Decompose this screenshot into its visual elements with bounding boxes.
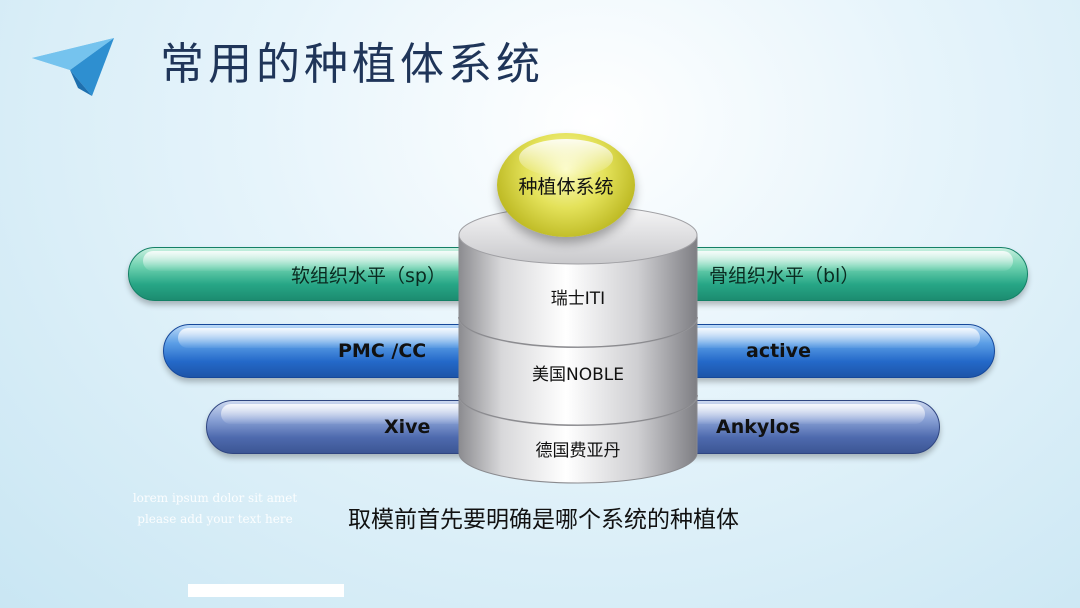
paper-plane-icon bbox=[32, 38, 114, 96]
ball-label: 种植体系统 bbox=[518, 175, 614, 198]
cylinder-label-noble: 美国NOBLE bbox=[532, 365, 624, 385]
decorative-bar bbox=[188, 584, 344, 597]
placeholder-line-1: lorem ipsum dolor sit amet bbox=[132, 491, 298, 505]
placeholder-line-2: please add your text here bbox=[137, 512, 293, 526]
row3-left-label: Xive bbox=[384, 416, 431, 438]
slide-caption: 取模前首先要明确是哪个系统的种植体 bbox=[348, 507, 739, 533]
row3-right-label: Ankylos bbox=[716, 416, 801, 438]
slide-title: 常用的种植体系统 bbox=[160, 39, 544, 90]
row1-left-label: 软组织水平（sp） bbox=[291, 264, 446, 287]
row2-right-label: active bbox=[746, 340, 811, 362]
cylinder-label-dentsply: 德国费亚丹 bbox=[535, 441, 621, 461]
placeholder-text: lorem ipsum dolor sit amet please add yo… bbox=[120, 488, 310, 530]
row1-right-label: 骨组织水平（bl） bbox=[709, 264, 860, 287]
row2-left-label: PMC /CC bbox=[338, 340, 427, 362]
cylinder-label-iti: 瑞士ITI bbox=[550, 289, 606, 309]
implant-system-ball: 种植体系统 bbox=[497, 133, 635, 237]
cylinder-stack bbox=[458, 205, 698, 484]
